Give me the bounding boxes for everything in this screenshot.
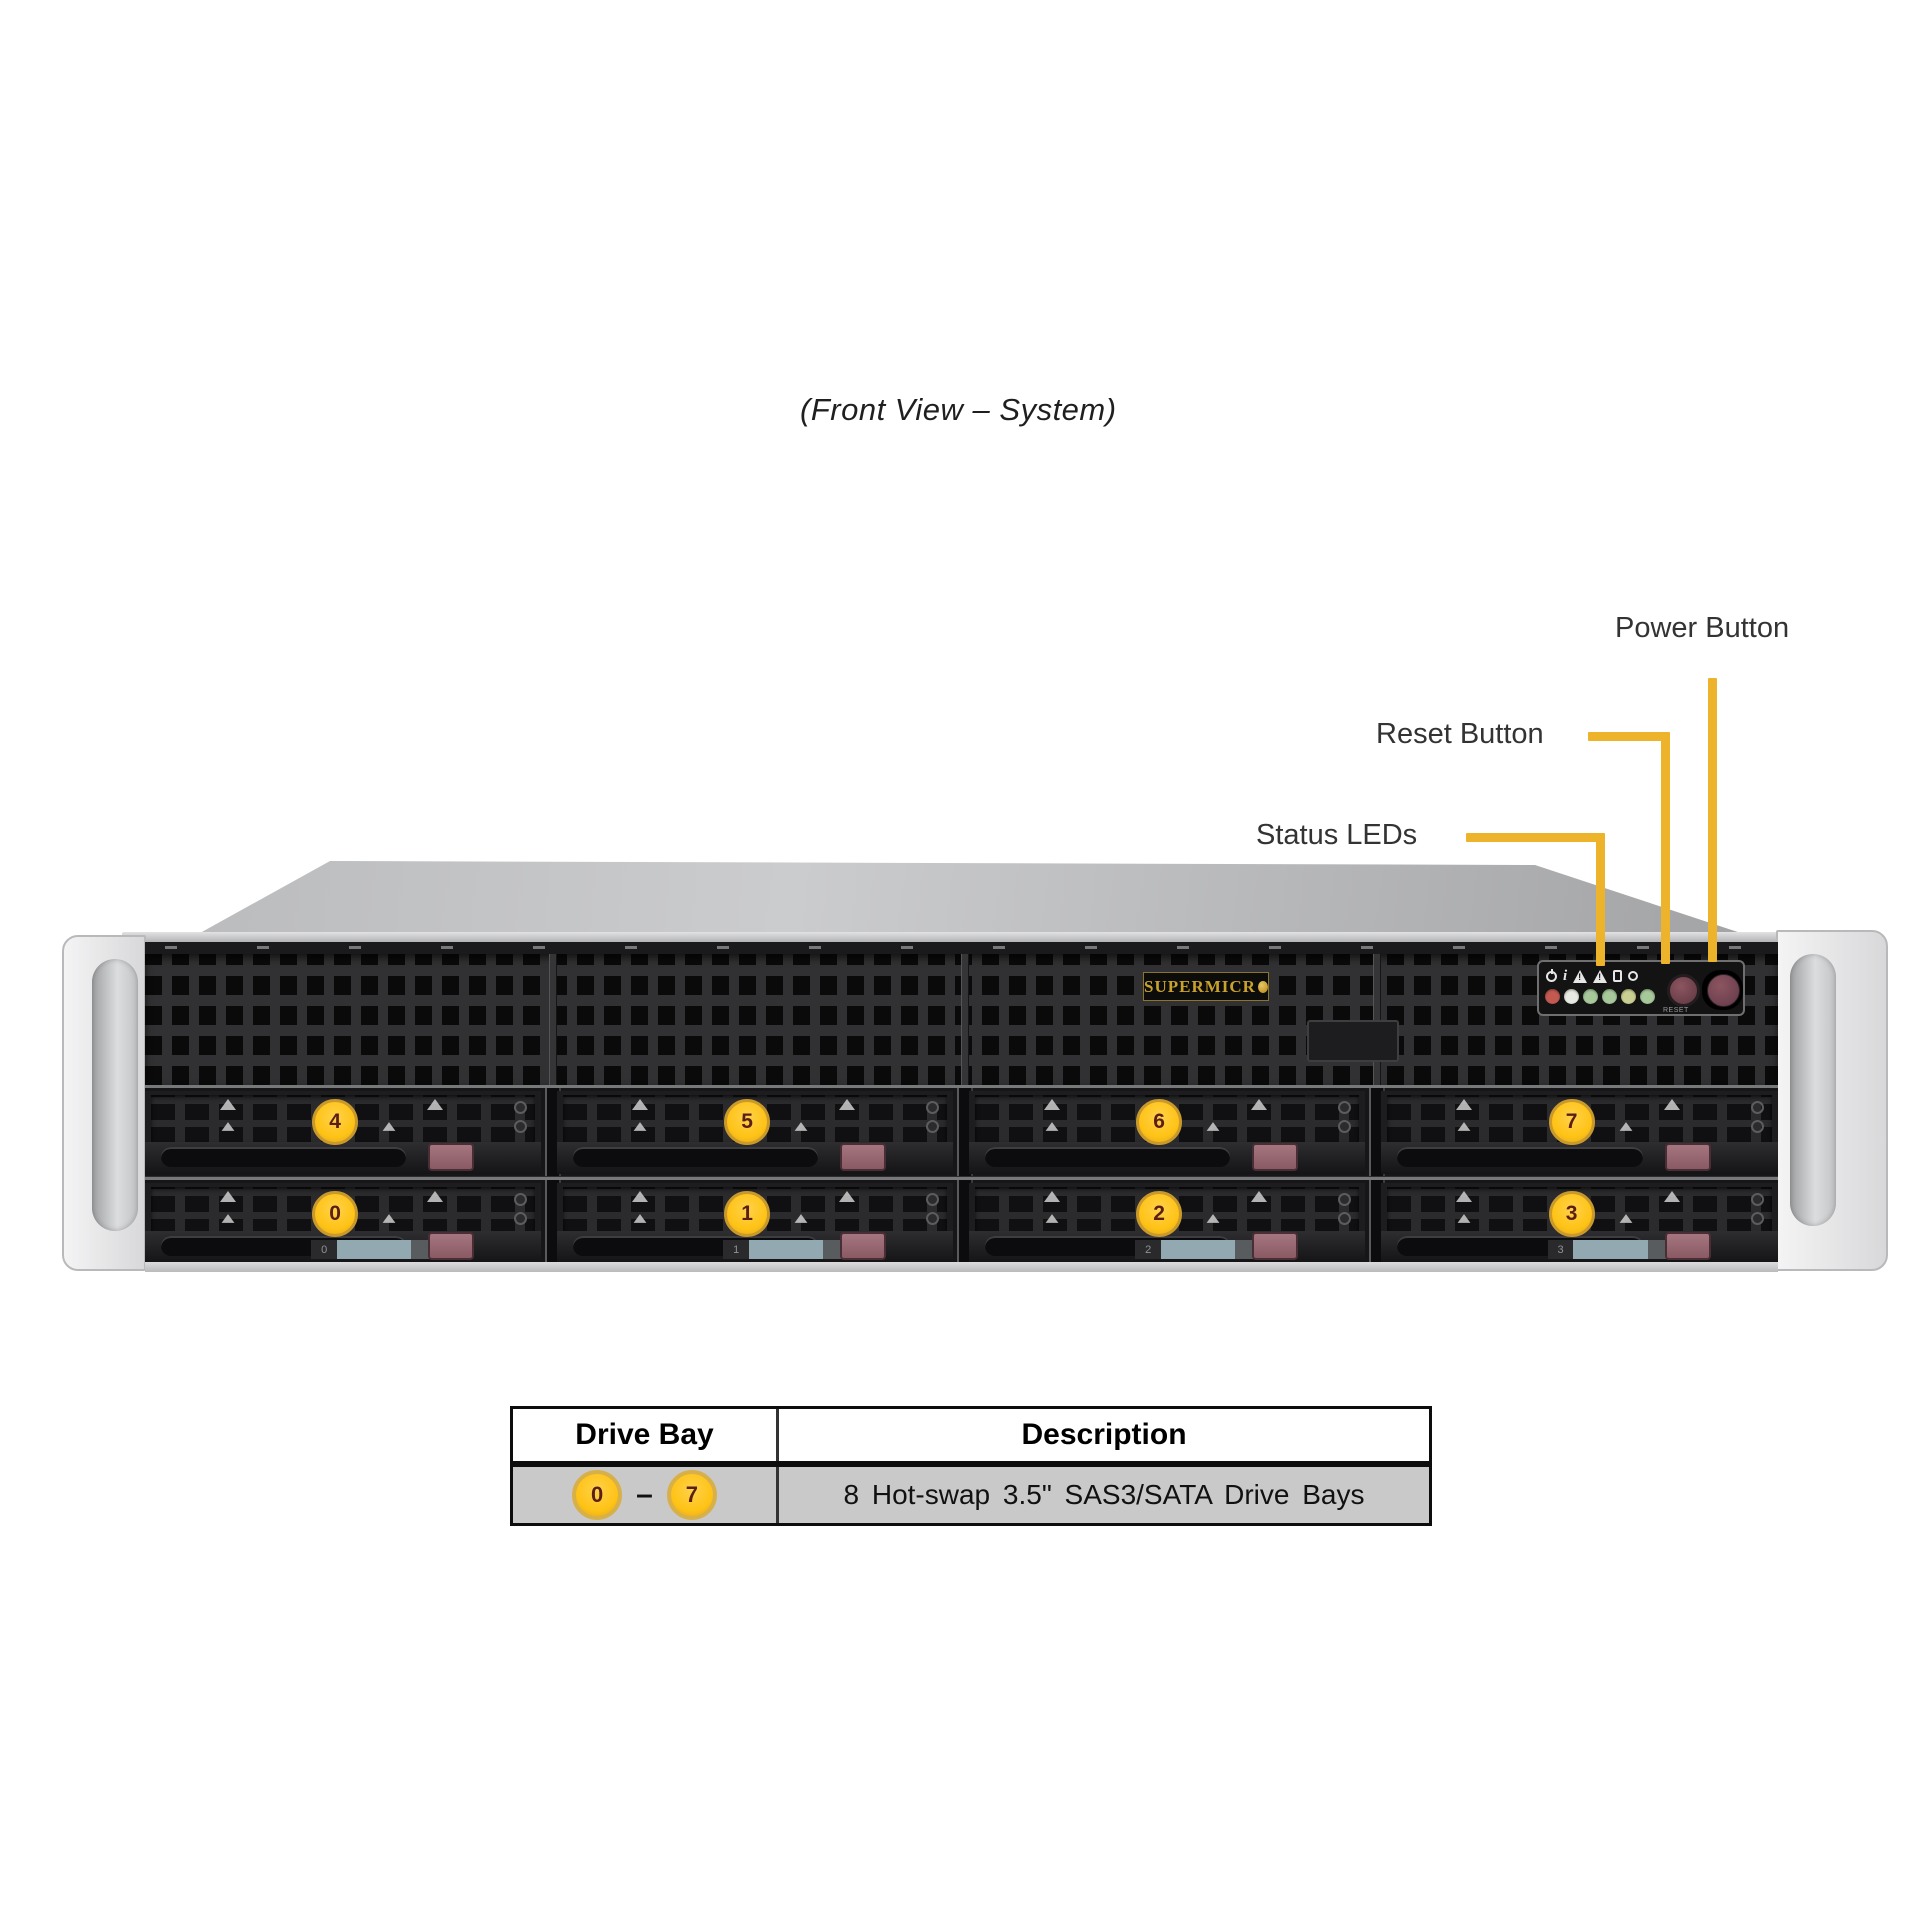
drive-tray: 7: [1381, 1091, 1778, 1174]
rack-handle-left: [62, 935, 146, 1271]
drive-tray-release-latch: [427, 1143, 474, 1171]
figure-caption: (Front View – System): [800, 392, 1117, 427]
drive-tray-handle: 3: [1381, 1231, 1778, 1263]
grille-divider: [961, 954, 969, 1085]
drive-tray: 4: [145, 1091, 541, 1174]
drive-tray-handle: [145, 1142, 541, 1174]
drive-tray-release-latch: [1251, 1232, 1298, 1260]
drive-tray-release-latch: [427, 1232, 474, 1260]
supermicro-logo-text: SUPERMICR: [1144, 977, 1256, 996]
status-led: [1640, 989, 1655, 1004]
panel-top-edge: [145, 942, 1778, 954]
chassis-front-lip: [122, 932, 1778, 944]
reset-button-caption: RESET: [1663, 1007, 1689, 1014]
drive-tray-handle: 2: [969, 1231, 1365, 1263]
drive-tray-handle: [969, 1142, 1365, 1174]
drive-tray: 3 3: [1381, 1183, 1778, 1263]
alarm-warning-icon: [1593, 969, 1608, 983]
status-led: [1621, 989, 1636, 1004]
bay-number-badge: 7: [1548, 1099, 1595, 1145]
callout-line-status-leds: [1466, 833, 1602, 842]
drive-tray: 1 1: [557, 1183, 953, 1263]
drive-tray-release-latch: [1664, 1143, 1711, 1171]
status-led: [1564, 989, 1579, 1004]
bay-number-badge: 2: [1136, 1191, 1183, 1237]
rack-handle-grip: [92, 959, 138, 1231]
grille-divider: [549, 954, 557, 1085]
drive-tray: 6: [969, 1091, 1365, 1174]
drive-tray-release-latch: [839, 1232, 886, 1260]
supermicro-logo: SUPERMICR: [1143, 972, 1269, 1001]
drive-tray-handle: 1: [557, 1231, 953, 1263]
description-text: 8 Hot-swap 3.5" SAS3/SATA Drive Bays: [843, 1479, 1365, 1510]
drive-bay-table: Drive Bay Description 0 – 7 8 Hot-swap 3…: [510, 1406, 1432, 1526]
supermicro-logo-disc: [1257, 980, 1268, 993]
power-button-recess: [1702, 970, 1743, 1010]
bay-number-badge: 1: [724, 1191, 771, 1237]
drive-tray: 2 2: [969, 1183, 1365, 1263]
drive-tray-handle: 0: [145, 1231, 541, 1263]
slim-bay-blank: [1307, 1020, 1399, 1062]
bay-number-badge: 3: [1548, 1191, 1595, 1237]
drive-row-top: 4 5 6 7: [145, 1085, 1778, 1176]
status-leds: [1545, 989, 1655, 1004]
reset-button: [1667, 974, 1700, 1007]
rack-handle-right: [1776, 930, 1888, 1271]
overheat-warning-icon: [1573, 969, 1588, 983]
grille-divider: [1373, 954, 1381, 1085]
drive-tray-handle: [557, 1142, 953, 1174]
table-header-drive-bay: Drive Bay: [513, 1409, 779, 1461]
nic-activity-icon: [1613, 970, 1623, 982]
table-header-row: Drive Bay Description: [513, 1409, 1429, 1467]
callout-line-reset-button: [1588, 732, 1668, 741]
power-button: [1707, 974, 1740, 1007]
control-panel: i RESET: [1537, 960, 1745, 1016]
status-led-icons: i: [1546, 967, 1664, 985]
drive-tray-handle: [1381, 1142, 1778, 1174]
drive-tray-release-latch: [1664, 1232, 1711, 1260]
drive-bay-range-cell: 0 – 7: [513, 1467, 779, 1523]
drive-tray: 5: [557, 1091, 953, 1174]
power-led-icon: [1546, 968, 1557, 982]
status-led: [1602, 989, 1617, 1004]
bay-number-badge: 0: [312, 1191, 359, 1237]
callout-label-status-leds: Status LEDs: [1256, 819, 1418, 851]
bay-number-badge: 5: [724, 1099, 771, 1145]
front-panel: SUPERMICR i: [145, 942, 1778, 1272]
table-data-row: 0 – 7 8 Hot-swap 3.5" SAS3/SATA Drive Ba…: [513, 1467, 1429, 1523]
drive-row-bottom: 0 0 1 1 2 2 3 3: [145, 1177, 1778, 1265]
hdd-activity-icon: [1628, 971, 1639, 981]
callout-label-reset-button: Reset Button: [1376, 718, 1544, 750]
callout-label-power-button: Power Button: [1615, 612, 1790, 644]
callout-line-reset-button: [1661, 732, 1670, 964]
info-icon: i: [1563, 968, 1568, 984]
chassis-base-strip: [145, 1262, 1778, 1272]
bay-badge-from: 0: [572, 1470, 623, 1520]
bay-badge-to: 7: [666, 1470, 717, 1520]
range-dash: –: [636, 1478, 653, 1511]
callout-line-power-button: [1708, 678, 1717, 962]
table-header-description: Description: [1021, 1418, 1187, 1451]
rack-handle-grip: [1790, 954, 1836, 1226]
chassis-top-lid: [182, 861, 1765, 943]
status-led: [1545, 989, 1560, 1004]
server-front-view: SUPERMICR i: [60, 855, 1890, 1280]
drive-tray-release-latch: [839, 1143, 886, 1171]
bay-number-badge: 6: [1136, 1099, 1183, 1145]
callout-line-status-leds: [1596, 833, 1605, 966]
description-cell: 8 Hot-swap 3.5" SAS3/SATA Drive Bays: [779, 1467, 1429, 1523]
drive-tray-release-latch: [1251, 1143, 1298, 1171]
status-led: [1583, 989, 1598, 1004]
drive-tray: 0 0: [145, 1183, 541, 1263]
bay-number-badge: 4: [312, 1099, 359, 1145]
